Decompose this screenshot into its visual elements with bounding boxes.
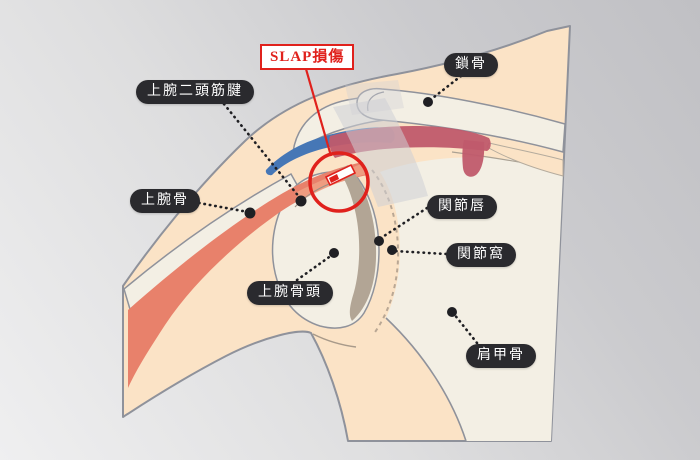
scapula-lateral-border-outline [385,317,467,442]
leader-glenoid-labrum [379,206,429,240]
armpit-crease-line [312,333,357,348]
label-scapula: 肩甲骨 [466,344,536,368]
leader-humeral-head [295,253,334,282]
dot-scapula [447,307,457,317]
translucent-overlay-top [345,80,404,115]
leader-lines [197,74,479,345]
slap-tear-fragment [329,174,339,183]
scapula-bone [380,157,563,442]
leader-biceps-tendon [222,102,302,200]
translucent-overlay [333,98,428,207]
dot-glenoid-labrum [374,236,384,246]
leader-clavicle [427,74,463,103]
label-glenoid-fossa: 関節窩 [446,243,516,267]
slap-highlight-circle [308,151,370,213]
slap-leader-line [304,68,333,157]
leader-scapula [452,312,479,345]
label-humerus: 上腕骨 [130,189,200,213]
dot-humeral-head [329,248,339,258]
dot-glenoid-fossa [387,245,397,255]
label-glenoid-labrum: 関節唇 [427,195,497,219]
slap-lesion-callout: SLAP損傷 [260,44,355,70]
muscle-band [128,162,368,388]
skin-wedge [486,142,564,177]
crimson-muscle-hook [462,140,485,177]
label-humeral-head: 上腕骨頭 [247,281,333,305]
dot-humerus [244,207,256,219]
dot-biceps-tendon [295,195,307,207]
dot-clavicle [423,97,433,107]
glenoid-dashed-arc [371,169,400,336]
leader-glenoid-fossa [392,249,448,256]
anchor-dots [244,97,457,317]
label-biceps-tendon: 上腕二頭筋腱 [136,80,254,104]
glenoid-crescent [338,165,377,321]
label-clavicle: 鎖骨 [444,53,498,77]
